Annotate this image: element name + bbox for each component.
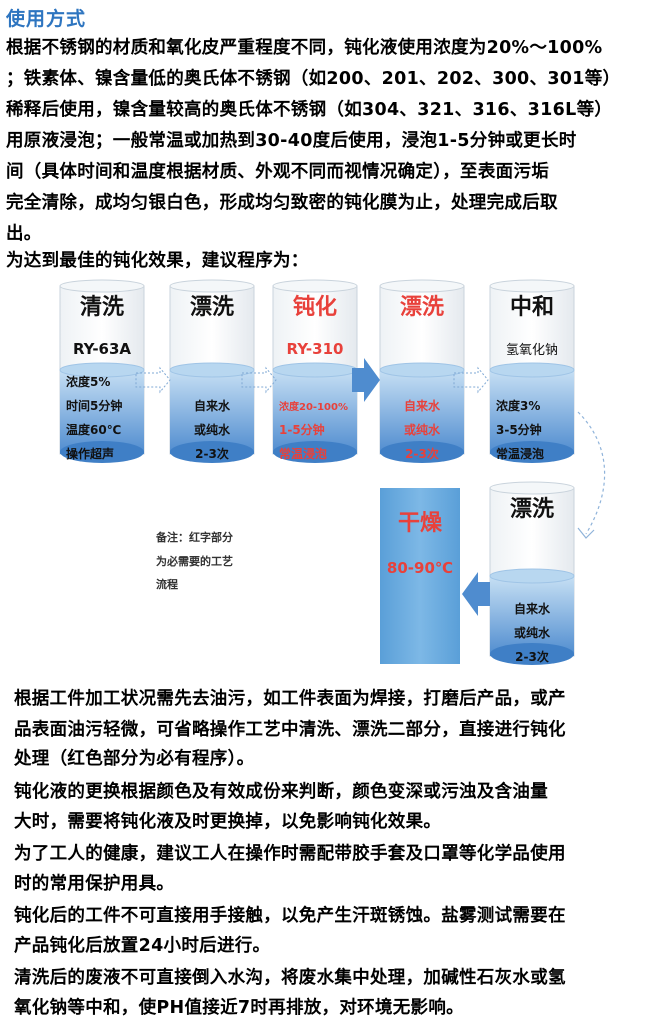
beaker-product: 氢氧化钠 [506,343,558,358]
water-surface [59,362,145,378]
beaker-bottom [380,441,464,463]
intro-line: 稀释后使用，镍含量较高的奥氏体不锈钢（如304、321、316、316L等） [6,100,613,120]
flow-arrow-solid [462,572,490,616]
beaker-step-title: 清洗 [80,294,124,320]
intro-line: 出。 [6,224,42,244]
beaker-water [170,370,254,454]
water-surface [272,362,358,378]
process-flow-diagram: 清洗RY-63A浓度5%时间5分钟温度60℃操作超声漂洗自来水或纯水2-3次钝化… [59,279,606,665]
beaker-bottom [490,441,574,463]
beaker-detail-line: 浓度5% [66,374,110,389]
flow-arrow-curve [577,411,606,535]
beaker-bottom [490,643,574,665]
lower-line: 品表面油污轻微，可省略操作工艺中清洗、漂洗二部分，直接进行钝化 [14,720,566,740]
beaker-detail-line: 或纯水 [514,625,551,640]
beaker-detail-line: 2-3次 [195,446,229,461]
lower-line: 产品钝化后放置24小时后进行。 [14,936,271,956]
lower-line: 根据工件加工状况需先去油污，如工件表面为焊接，打磨后产品，或产 [14,689,566,709]
beaker-step-title: 漂洗 [400,295,444,320]
beaker-step-title: 钝化 [293,294,337,320]
beaker-detail-line: 温度60℃ [66,422,121,437]
beaker-rim [169,279,255,293]
dry-step-title: 干燥 [398,511,443,536]
lower-line: 清洗后的废液不可直接倒入水沟，将废水集中处理，加碱性石灰水或氢 [14,968,566,988]
dry-step-box [380,488,460,664]
water-surface [169,362,255,378]
intro-line: ；铁素体、镍含量低的奥氏体不锈钢（如200、201、202、300、301等） [6,69,621,89]
intro-paragraph: 根据不锈钢的材质和氧化皮严重程度不同，钝化液使用浓度为20%～100% ；铁素体… [6,33,666,277]
beaker-rim [489,279,575,293]
lower-line: 氧化钠等中和，使PH值接近7时再排放，对环境无影响。 [14,998,464,1018]
beaker-step-title: 漂洗 [510,497,554,522]
intro-line: 完全清除，成均匀银白色，形成均匀致密的钝化膜为止，处理完成后取 [6,193,558,213]
flow-arrow [453,366,489,394]
note-line: 为必需要的工艺 [156,554,233,568]
intro-line: 用原液浸泡；一般常温或加热到30-40度后使用，浸泡1-5分钟或更长时 [6,131,577,151]
beaker-detail-line: 操作超声 [66,446,114,461]
beaker-detail-line: 1-5分钟 [279,422,325,437]
note-line: 流程 [156,577,178,591]
beaker-product: RY-63A [73,340,131,358]
diagram-note: 备注：红字部分 为必需要的工艺 流程 [155,530,233,591]
beaker-detail-line: 常温浸泡 [496,446,544,461]
water-surface [379,362,465,378]
lower-line: 钝化液的更换根据颜色及有效成份来判断，颜色变深或污浊及含油量 [14,782,548,802]
beaker-rim [379,279,465,293]
beaker-detail-line: 浓度3% [496,398,540,413]
section-heading: 使用方式 [6,8,87,30]
beaker-product: RY-310 [287,340,344,358]
beaker-water [273,370,357,454]
beaker-detail-line: 或纯水 [404,422,441,437]
note-line: 备注：红字部分 [155,530,233,544]
intro-line: 根据不锈钢的材质和氧化皮严重程度不同，钝化液使用浓度为20%～100% [6,38,603,58]
lower-line: 为了工人的健康，建议工人在操作时需配带胶手套及口罩等化学品使用 [14,844,566,864]
beaker-water [380,370,464,454]
lower-line: 大时，需要将钝化液及时更换掉，以免影响钝化效果。 [14,812,442,832]
beaker-bottom [60,441,144,463]
beaker-water [490,370,574,454]
beaker-detail-line: 自来水 [514,601,551,616]
beaker-detail-line: 时间5分钟 [66,398,122,413]
beaker-detail-line: 常温浸泡 [279,446,327,461]
flow-arrow-solid [352,358,380,402]
beaker-detail-line: 2-3次 [515,649,549,664]
beaker-bottom [170,441,254,463]
flow-arrow [135,366,171,394]
beaker-rim [272,279,358,293]
flow-arrow [241,366,277,394]
beaker-bottom [273,441,357,463]
intro-line: 间（具体时间和温度根据材质、外观不同而视情况确定），至表面污垢 [6,162,550,182]
lower-line: 时的常用保护用具。 [14,874,175,894]
beaker-water [60,370,144,454]
beaker-detail-line: 自来水 [404,398,441,413]
water-surface [489,568,575,584]
water-surface [489,362,575,378]
beaker-step-title: 漂洗 [190,295,234,320]
lower-line: 处理（红色部分为必有程序）。 [14,749,255,769]
beaker-rim [489,481,575,495]
beaker-water [490,576,574,656]
flow-arrowhead [577,527,595,539]
beaker-detail-line: 2-3次 [405,446,439,461]
lower-line: 钝化后的工件不可直接用手接触，以免产生汗斑锈蚀。盐雾测试需要在 [14,906,566,926]
intro-line: 为达到最佳的钝化效果，建议程序为： [6,251,309,271]
dry-step-temp: 80-90℃ [387,559,453,577]
beaker-detail-line: 3-5分钟 [496,422,542,437]
beaker-rim [59,279,145,293]
beaker-detail-line: 浓度20-100% [279,400,348,413]
beaker-detail-line: 或纯水 [194,422,231,437]
beaker-step-title: 中和 [510,295,554,320]
beaker-detail-line: 自来水 [194,398,231,413]
